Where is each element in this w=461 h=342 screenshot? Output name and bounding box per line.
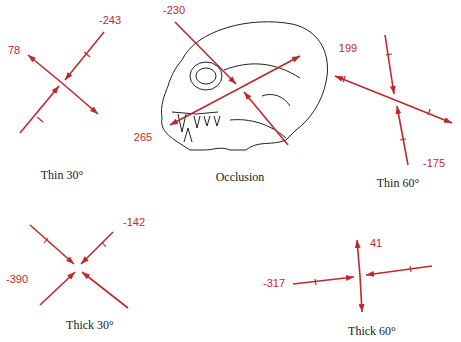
skull-outline [161, 22, 327, 150]
panel-caption: Thin 60° [377, 177, 419, 190]
strain-value: -142 [123, 216, 145, 228]
panel-caption: Thin 30° [41, 169, 83, 182]
tick-marks [37, 52, 430, 285]
strain-value: -243 [99, 14, 121, 26]
strain-value: 78 [8, 44, 20, 56]
panel-caption: Thick 30° [66, 319, 114, 332]
strain-vectors [20, 22, 452, 312]
strain-value: -175 [423, 157, 445, 169]
strain-value: 265 [134, 131, 152, 143]
strain-value: -317 [263, 277, 285, 289]
strain-value: 41 [370, 237, 382, 249]
strain-value: -230 [163, 4, 185, 16]
strain-value: 199 [339, 42, 357, 54]
panel-caption: Thick 60° [348, 325, 396, 338]
panel-caption: Occlusion [216, 171, 265, 184]
strain-value: -390 [6, 273, 28, 285]
